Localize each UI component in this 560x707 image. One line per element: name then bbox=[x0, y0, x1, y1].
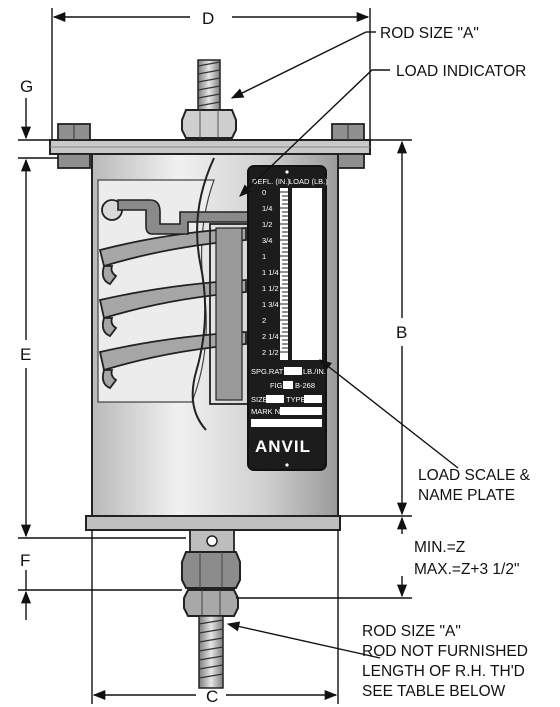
scale-label: 2 bbox=[262, 316, 266, 325]
dim-e-label: E bbox=[20, 345, 31, 364]
callout-load-scale-2: NAME PLATE bbox=[418, 487, 515, 504]
dim-b-label: B bbox=[396, 323, 407, 342]
scale-label: 1/4 bbox=[262, 204, 272, 213]
callout-min: MIN.=Z bbox=[414, 539, 465, 556]
load-indicator-leader bbox=[239, 69, 390, 197]
rod-size-top-leader bbox=[230, 31, 367, 99]
bottom-lug bbox=[189, 529, 235, 553]
plate-defl-header: DEFL. (IN.) bbox=[252, 177, 290, 186]
rod-size-bottom-leader bbox=[226, 621, 381, 659]
plate-scale-bar bbox=[280, 188, 288, 360]
scale-label: 1/2 bbox=[262, 220, 272, 229]
callout-rod-size-bottom: ROD SIZE "A" bbox=[362, 623, 461, 640]
plate-fig: FIG. bbox=[270, 381, 285, 390]
callout-rod-size-top: ROD SIZE "A" bbox=[380, 25, 479, 42]
plate-load-window bbox=[292, 188, 322, 360]
name-plate: DEFL. (IN.) LOAD (LB.) 0 1/4 1/2 3/4 1 1 1/4 1… bbox=[247, 165, 328, 471]
plate-size: SIZE bbox=[251, 395, 268, 404]
plate-brand-anvil: ANVIL bbox=[255, 437, 311, 456]
scale-label: 1 bbox=[262, 252, 266, 261]
top-hex-nut bbox=[181, 109, 237, 139]
callout-max: MAX.=Z+3 1/2" bbox=[414, 561, 519, 578]
top-plate bbox=[49, 139, 371, 155]
load-scale-leader bbox=[319, 359, 459, 469]
scale-label: 2 1/4 bbox=[262, 332, 279, 341]
dim-d-label: D bbox=[202, 9, 214, 28]
scale-label: 2 1/2 bbox=[262, 348, 279, 357]
callout-load-indicator: LOAD INDICATOR bbox=[396, 63, 526, 80]
plate-lb-in: LB./IN. bbox=[303, 367, 326, 376]
scale-label: 1 1/4 bbox=[262, 268, 279, 277]
scale-label: 3/4 bbox=[262, 236, 272, 245]
dim-f-label: F bbox=[20, 551, 30, 570]
scale-label: 1 1/2 bbox=[262, 284, 279, 293]
callout-length-rh: LENGTH OF R.H. TH'D bbox=[362, 663, 525, 680]
plate-type: TYPE bbox=[286, 395, 306, 404]
plate-spg-rate: SPG.RATE bbox=[251, 367, 288, 376]
dim-g-label: G bbox=[20, 77, 33, 96]
plate-load-header: LOAD (LB.) bbox=[289, 177, 328, 186]
callout-load-scale-1: LOAD SCALE & bbox=[418, 467, 531, 484]
scale-label: 1 3/4 bbox=[262, 300, 279, 309]
bottom-hex-nut-lower bbox=[183, 589, 239, 617]
cutaway-edge bbox=[191, 157, 215, 431]
top-rod bbox=[197, 59, 221, 121]
plate-scale: 0 1/4 1/2 3/4 1 1 1/4 1 1/2 1 3/4 2 2 1/4 2 1/2 bbox=[262, 188, 288, 357]
bottom-rod bbox=[198, 615, 224, 689]
plate-mark-no: MARK NO. bbox=[251, 407, 288, 416]
left-plate-nut bbox=[57, 123, 91, 169]
dim-c-label: C bbox=[206, 687, 218, 706]
bottom-plate bbox=[85, 515, 341, 531]
callout-rod-not-furnished: ROD NOT FURNISHED bbox=[362, 643, 528, 660]
right-plate-nut bbox=[331, 123, 365, 169]
bottom-hex-nut-upper bbox=[181, 551, 241, 589]
callout-see-table: SEE TABLE BELOW bbox=[362, 683, 506, 700]
scale-label: 0 bbox=[262, 188, 266, 197]
plate-fig-no: B-268 bbox=[295, 381, 315, 390]
load-indicator-arm bbox=[101, 199, 249, 405]
